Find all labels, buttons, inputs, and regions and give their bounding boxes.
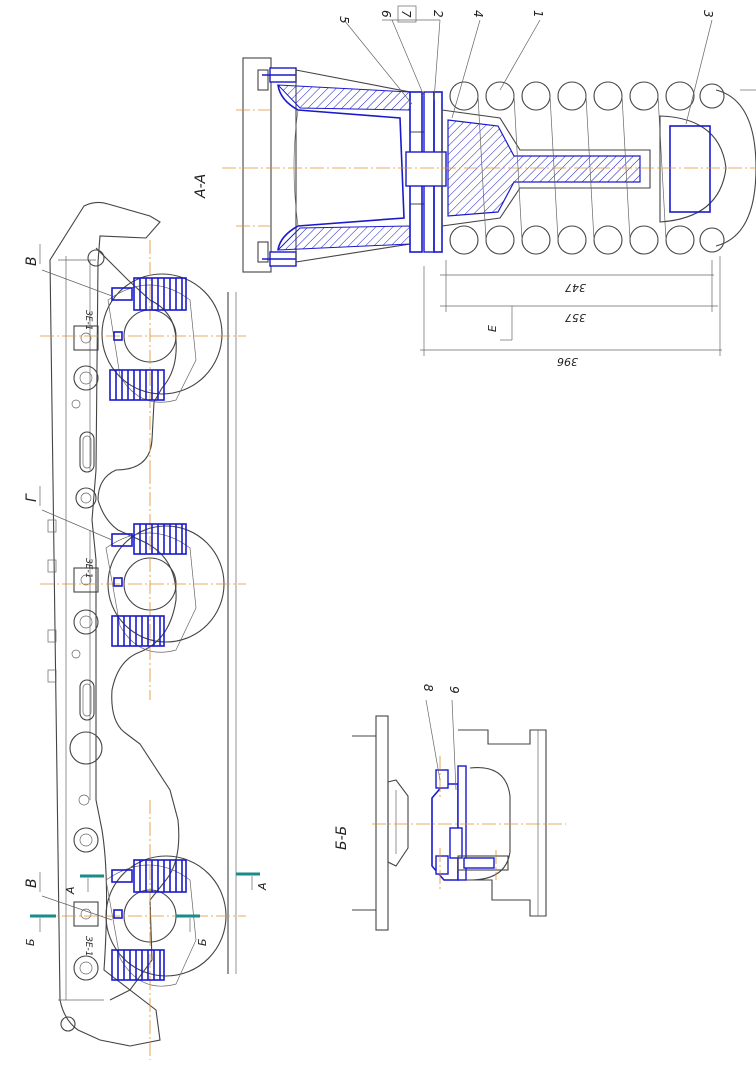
axle-box-middle — [40, 470, 246, 700]
section-marks — [30, 872, 260, 932]
callout-6: 6 — [379, 10, 393, 18]
spring-coil-top — [449, 81, 725, 111]
section-mark-b-right: Б — [196, 938, 209, 946]
section-mark-a-left: А — [64, 886, 77, 895]
callout-8: 8 — [421, 684, 435, 692]
callout-1: 1 — [531, 10, 545, 18]
bogie-springs — [109, 277, 187, 981]
section-bb — [352, 699, 566, 931]
label-g: Г — [24, 493, 40, 502]
dim-357: 357 — [565, 311, 586, 324]
section-mark-a-right: А — [256, 882, 269, 891]
dim-396: 396 — [557, 355, 578, 368]
dim-label-e: E — [486, 325, 499, 332]
spring-1 — [133, 277, 187, 311]
bogie-frame — [47, 201, 237, 1047]
plate-label-1: ЗЕ-1 — [83, 310, 93, 330]
spring-5 — [133, 859, 187, 893]
spring-coil-bottom — [449, 225, 725, 255]
section-mark-b-left: Б — [24, 938, 37, 946]
spring-6 — [111, 949, 165, 981]
dim-347: 347 — [565, 281, 586, 294]
axle-box-top — [40, 240, 246, 470]
callout-2: 2 — [431, 10, 445, 18]
spring-2 — [109, 369, 165, 401]
section-bb-title: Б-Б — [334, 826, 350, 850]
section-aa — [222, 5, 756, 356]
spring-4 — [111, 615, 165, 647]
label-b-top: В — [24, 256, 40, 266]
callout-9: 9 — [447, 686, 461, 694]
plate-label-2: ЗЕ-1 — [83, 558, 93, 578]
callout-4: 4 — [471, 10, 485, 18]
label-b-bottom: В — [24, 878, 40, 888]
spring-3 — [133, 523, 187, 555]
callout-3: 3 — [701, 10, 715, 18]
callout-7: 7 — [399, 10, 413, 18]
section-aa-title: А-А — [193, 174, 209, 199]
axle-box-bottom — [40, 800, 246, 1060]
callout-5: 5 — [337, 16, 351, 24]
plate-label-3: ЗЕ-1 — [83, 936, 93, 956]
